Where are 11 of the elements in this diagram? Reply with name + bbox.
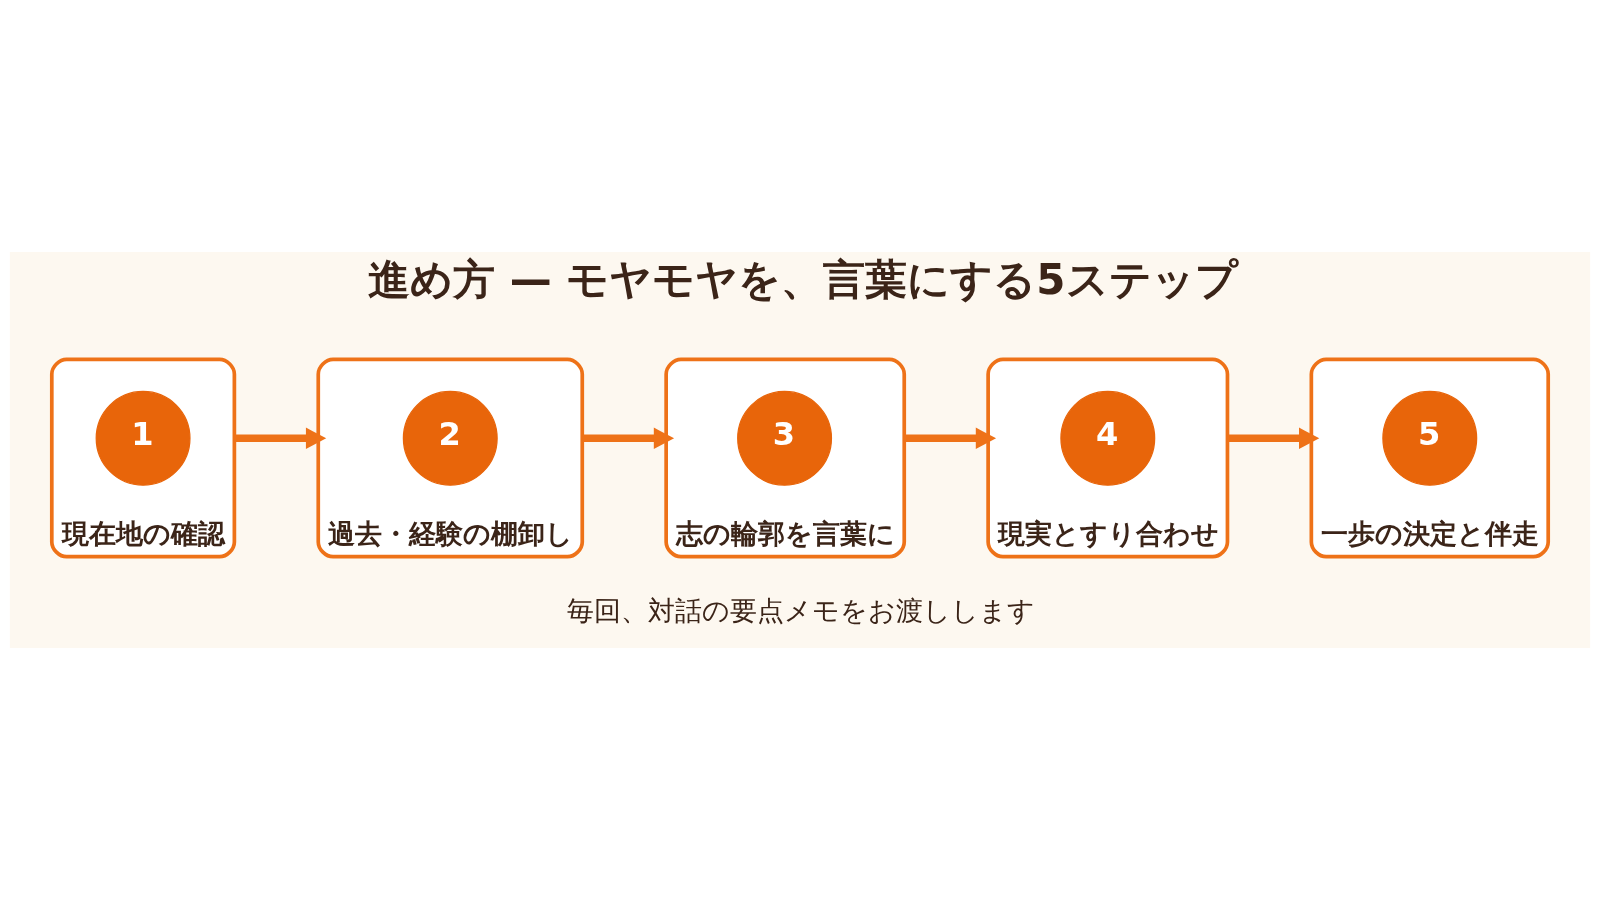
- node-circle: 2: [402, 390, 498, 486]
- node-circle: 4: [1060, 390, 1156, 486]
- node-circle: 3: [737, 390, 833, 486]
- arrow: [582, 427, 675, 449]
- arrow: [234, 427, 327, 449]
- arrow: [1227, 427, 1320, 449]
- arrow: [904, 427, 997, 449]
- node-circle: 5: [1382, 390, 1478, 486]
- diagram-title: 進め方 — モヤモヤを、言葉にする5ステップ: [368, 255, 1238, 305]
- node-circle: 1: [95, 390, 191, 486]
- caption: 毎回、対話の要点メモをお渡しします: [567, 595, 1036, 627]
